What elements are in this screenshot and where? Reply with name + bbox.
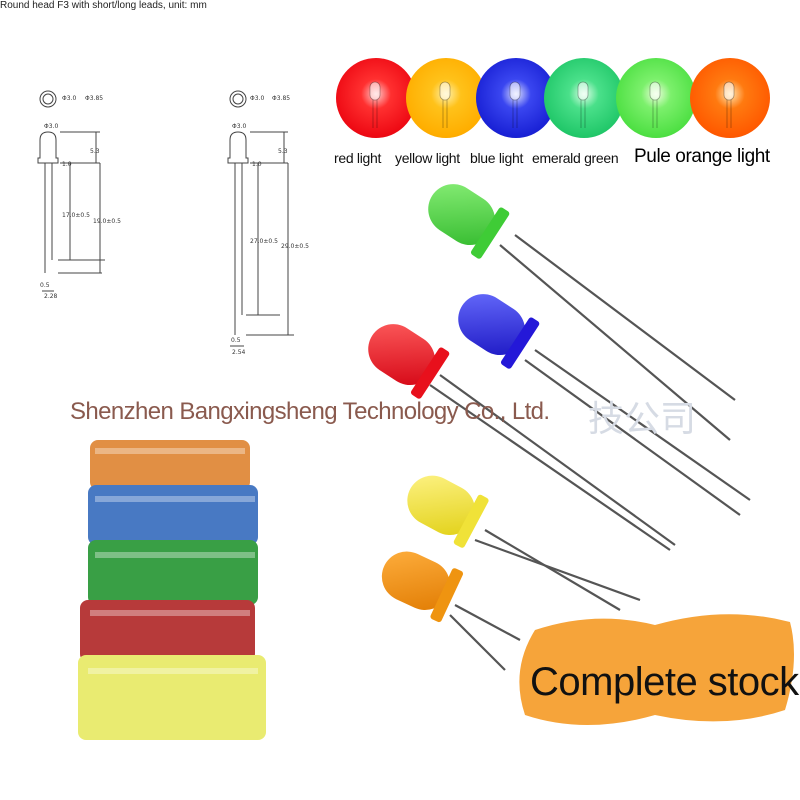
dim-lead-w-r: 0.5 bbox=[231, 337, 241, 344]
dim-dia-flange-r: Φ3.85 bbox=[272, 95, 290, 102]
yellow-bag bbox=[78, 655, 266, 740]
label-red: red light bbox=[334, 150, 382, 166]
dim-head-len-r: 5.3 bbox=[278, 148, 288, 155]
blue-bag bbox=[88, 485, 258, 545]
orange-bag bbox=[90, 440, 250, 490]
led-bags-photo bbox=[78, 440, 266, 740]
green-led bbox=[428, 184, 510, 259]
dim-long-lead: 19.0±0.5 bbox=[93, 218, 121, 225]
dim-head-len: 5.3 bbox=[90, 148, 100, 155]
watermark-text: 技公司 bbox=[588, 399, 697, 440]
led-glyphs bbox=[369, 81, 735, 128]
dim-dia-body: Φ3.0 bbox=[44, 123, 58, 130]
blue-led bbox=[458, 294, 540, 369]
dim-pitch-r: 2.54 bbox=[232, 349, 246, 356]
led-drawing-long: Φ3.0 Φ3.85 Φ3.0 5.3 1.0 27.0±0.5 29.0±0.… bbox=[227, 90, 309, 356]
dim-long-lead-r: 29.0±0.5 bbox=[281, 243, 309, 250]
red-led bbox=[368, 324, 450, 399]
led-product-photos bbox=[368, 184, 751, 671]
yellow-led bbox=[407, 475, 489, 548]
dim-dia-top-r: Φ3.0 bbox=[250, 95, 264, 102]
stock-banner-bg bbox=[519, 614, 794, 725]
stock-banner-text: Complete stock bbox=[530, 660, 799, 704]
company-name: Shenzhen Bangxingsheng Technology Co., L… bbox=[70, 398, 550, 425]
dimension-diagram: Φ3.0 Φ3.85 Φ3.0 5.3 1.0 17.0±0.5 19.0±0.… bbox=[37, 90, 309, 356]
label-orange: Pule orange light bbox=[634, 146, 770, 167]
dim-short-lead-r: 27.0±0.5 bbox=[250, 238, 278, 245]
dim-pitch: 2.28 bbox=[44, 293, 58, 300]
dim-flange-r: 1.0 bbox=[252, 161, 262, 168]
label-emerald: emerald green bbox=[532, 150, 619, 166]
label-blue: blue light bbox=[470, 150, 524, 166]
dim-dia-body-r: Φ3.0 bbox=[232, 123, 246, 130]
red-bag bbox=[80, 600, 255, 662]
led-drawing-short: Φ3.0 Φ3.85 Φ3.0 5.3 1.0 17.0±0.5 19.0±0.… bbox=[37, 90, 121, 300]
dim-lead-w: 0.5 bbox=[40, 282, 50, 289]
diagram-title: Round head F3 with short/long leads, uni… bbox=[0, 0, 207, 11]
dim-dia-top: Φ3.0 bbox=[62, 95, 76, 102]
dim-short-lead: 17.0±0.5 bbox=[62, 212, 90, 219]
dim-flange: 1.0 bbox=[62, 161, 72, 168]
label-yellow: yellow light bbox=[395, 150, 460, 166]
orange-led bbox=[381, 551, 464, 623]
green-bag bbox=[88, 540, 258, 605]
dim-dia-flange: Φ3.85 bbox=[85, 95, 103, 102]
